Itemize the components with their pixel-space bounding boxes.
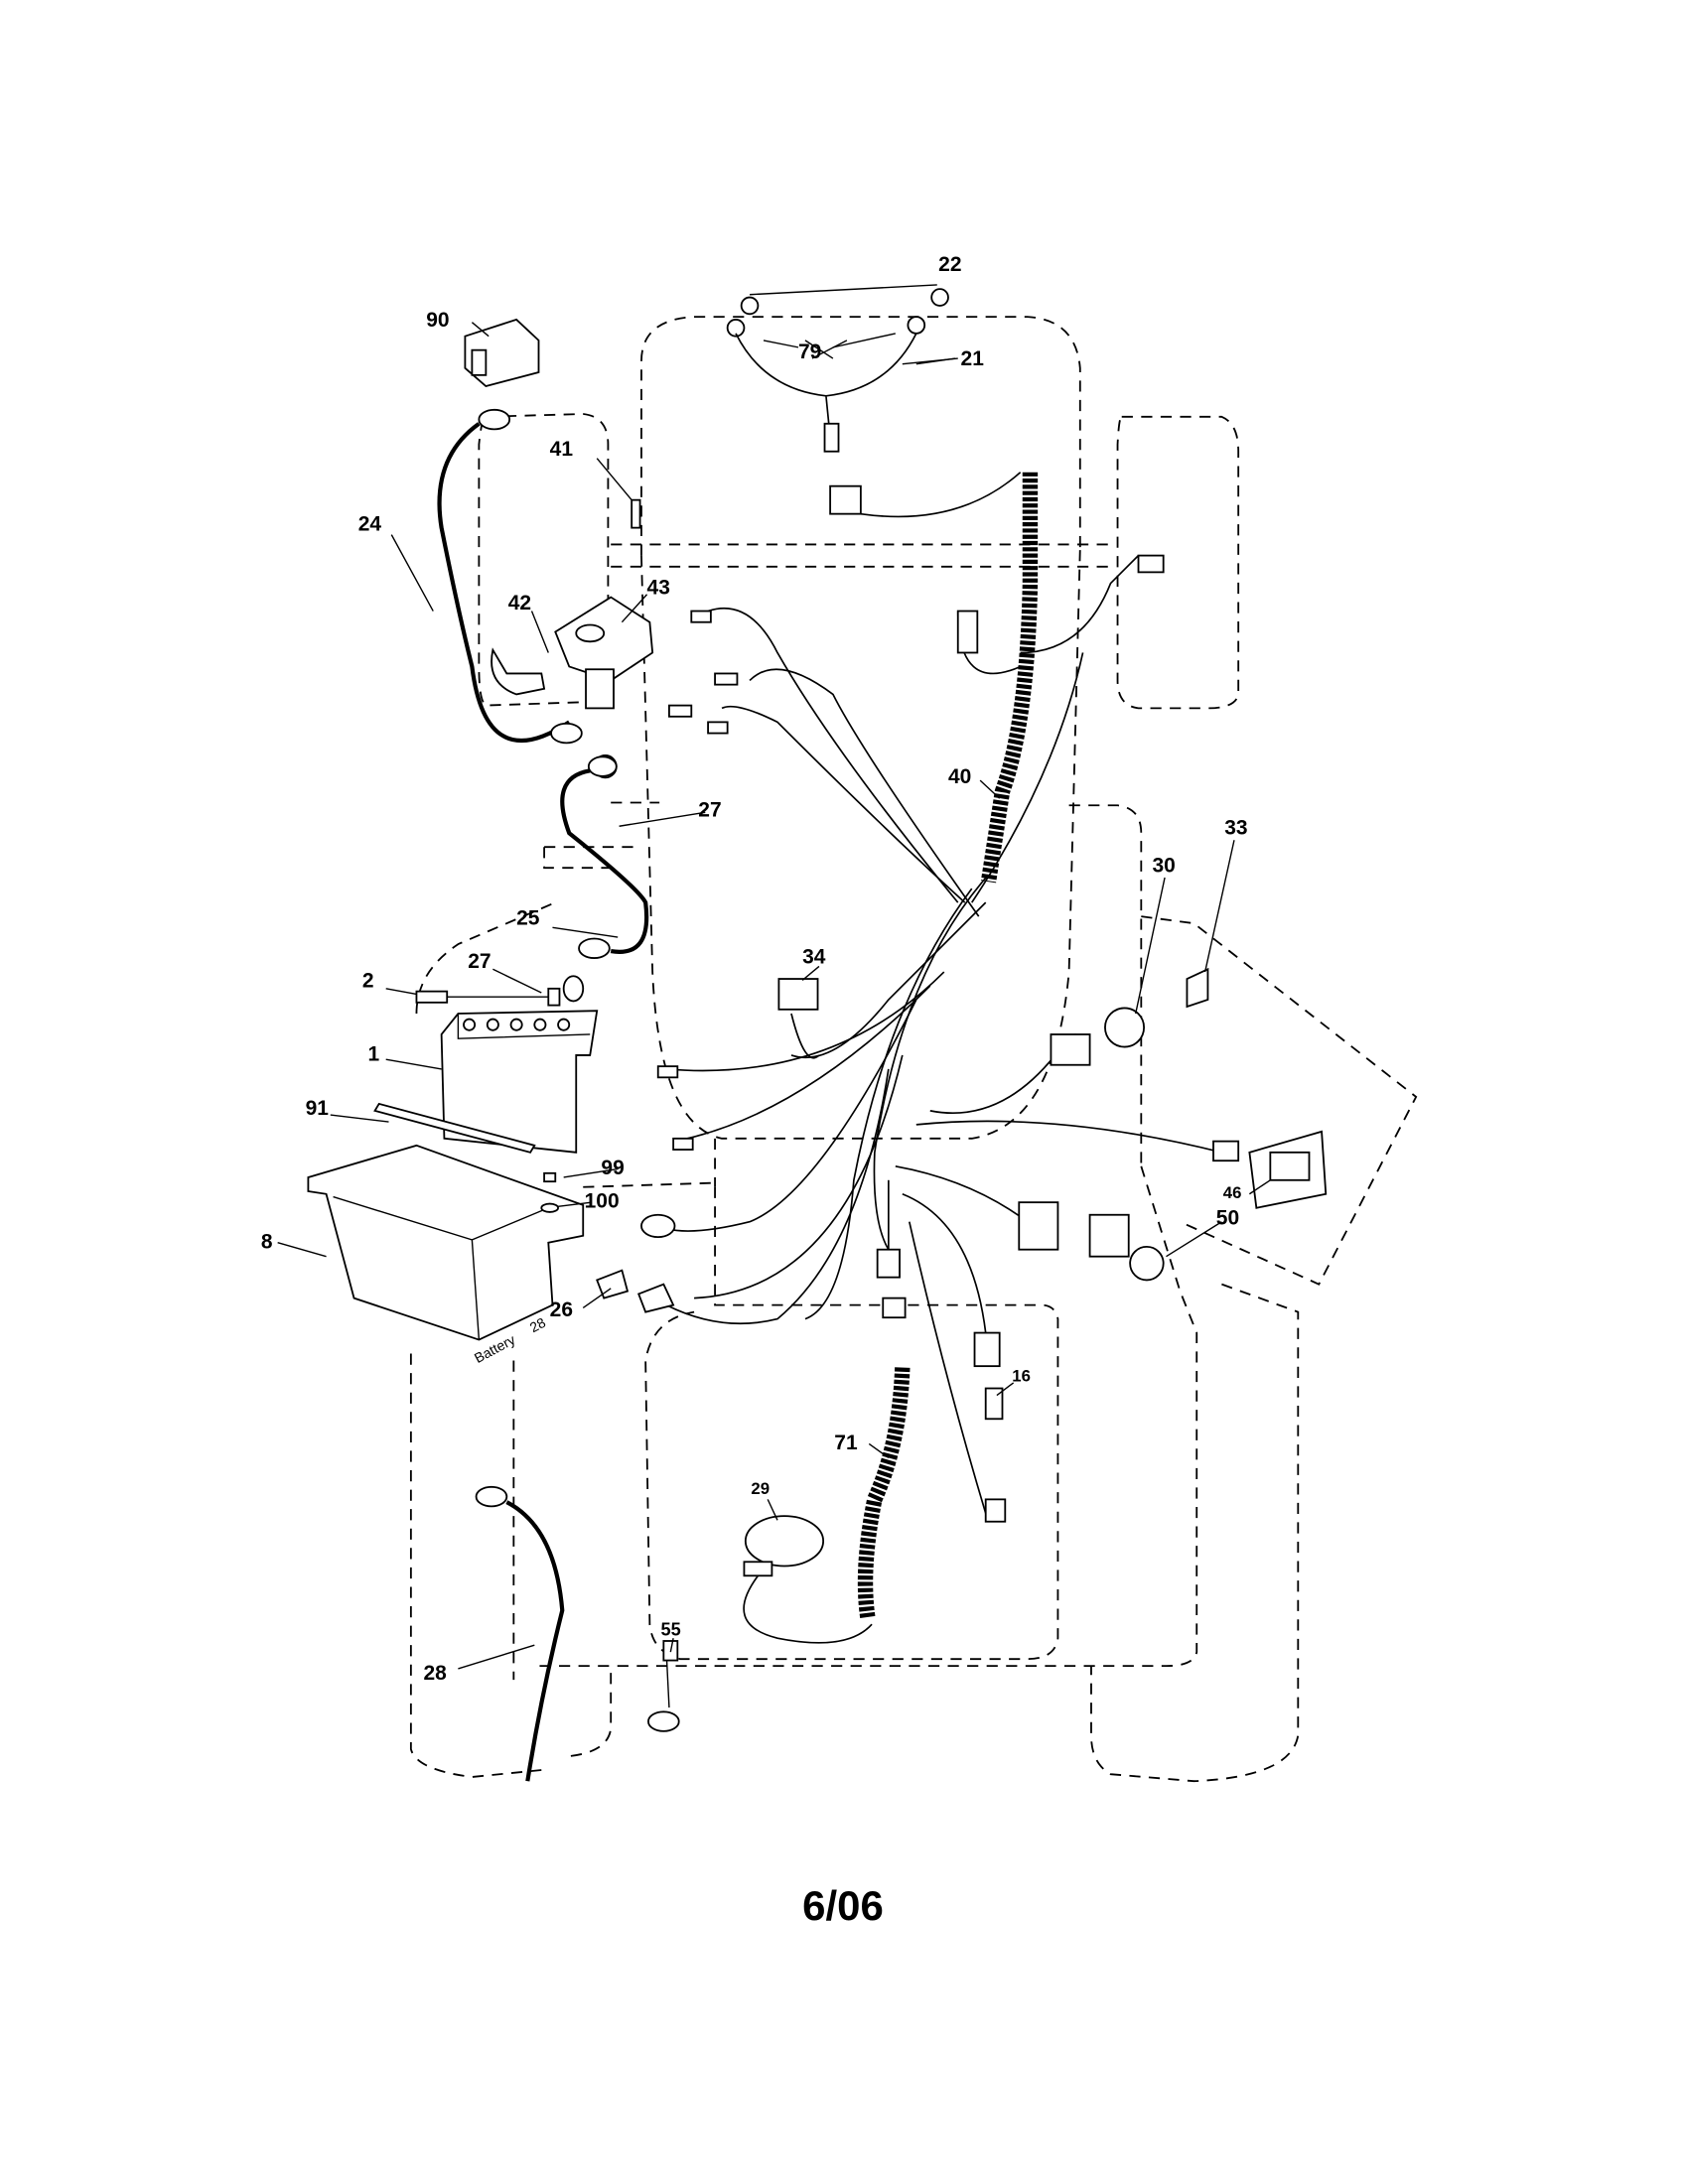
callout-29: 29 xyxy=(751,1479,770,1498)
callout-26: 26 xyxy=(550,1298,573,1321)
callout-27a: 27 xyxy=(698,798,721,821)
callout-16: 16 xyxy=(1012,1367,1031,1386)
callout-46: 46 xyxy=(1223,1183,1242,1202)
callout-50: 50 xyxy=(1216,1207,1239,1230)
connectors xyxy=(596,554,1240,1523)
callout-25: 25 xyxy=(516,907,540,930)
callout-33: 33 xyxy=(1224,817,1247,840)
callout-100: 100 xyxy=(585,1190,620,1213)
callout-34: 34 xyxy=(802,946,826,969)
page-code: 6/06 xyxy=(802,1882,884,1929)
headlight-harness xyxy=(726,284,1022,518)
callout-28: 28 xyxy=(423,1662,447,1685)
callout-2: 2 xyxy=(362,969,374,992)
callout-43: 43 xyxy=(647,577,670,600)
callout-22: 22 xyxy=(938,253,961,276)
callout-21: 21 xyxy=(961,347,985,370)
callout-27b: 27 xyxy=(468,950,491,973)
callout-40: 40 xyxy=(948,765,971,788)
solenoid-assembly xyxy=(464,318,654,779)
battery-cables xyxy=(437,408,680,1782)
switches xyxy=(743,967,1328,1644)
battery-and-box: Battery 28 xyxy=(307,975,599,1366)
callout-1: 1 xyxy=(368,1043,380,1066)
callout-41: 41 xyxy=(550,438,574,461)
callout-labels: 22 79 21 90 41 24 42 43 27 40 33 30 25 2… xyxy=(261,253,1248,1685)
callout-24: 24 xyxy=(358,512,382,535)
battery-box-number: 28 xyxy=(527,1314,548,1336)
callout-30: 30 xyxy=(1152,854,1175,877)
callout-90: 90 xyxy=(426,309,449,332)
callout-42: 42 xyxy=(508,592,531,614)
main-wire-harness xyxy=(665,555,1222,1514)
callout-55: 55 xyxy=(661,1619,681,1639)
callout-91: 91 xyxy=(306,1097,330,1120)
tractor-outline xyxy=(409,316,1418,1783)
callout-79: 79 xyxy=(798,341,821,363)
callout-99: 99 xyxy=(601,1157,624,1179)
conduit-40 xyxy=(980,472,1039,884)
callout-8: 8 xyxy=(261,1230,273,1253)
callout-71: 71 xyxy=(834,1432,858,1454)
leader-lines xyxy=(277,322,1271,1670)
conduit-71 xyxy=(857,1367,911,1619)
